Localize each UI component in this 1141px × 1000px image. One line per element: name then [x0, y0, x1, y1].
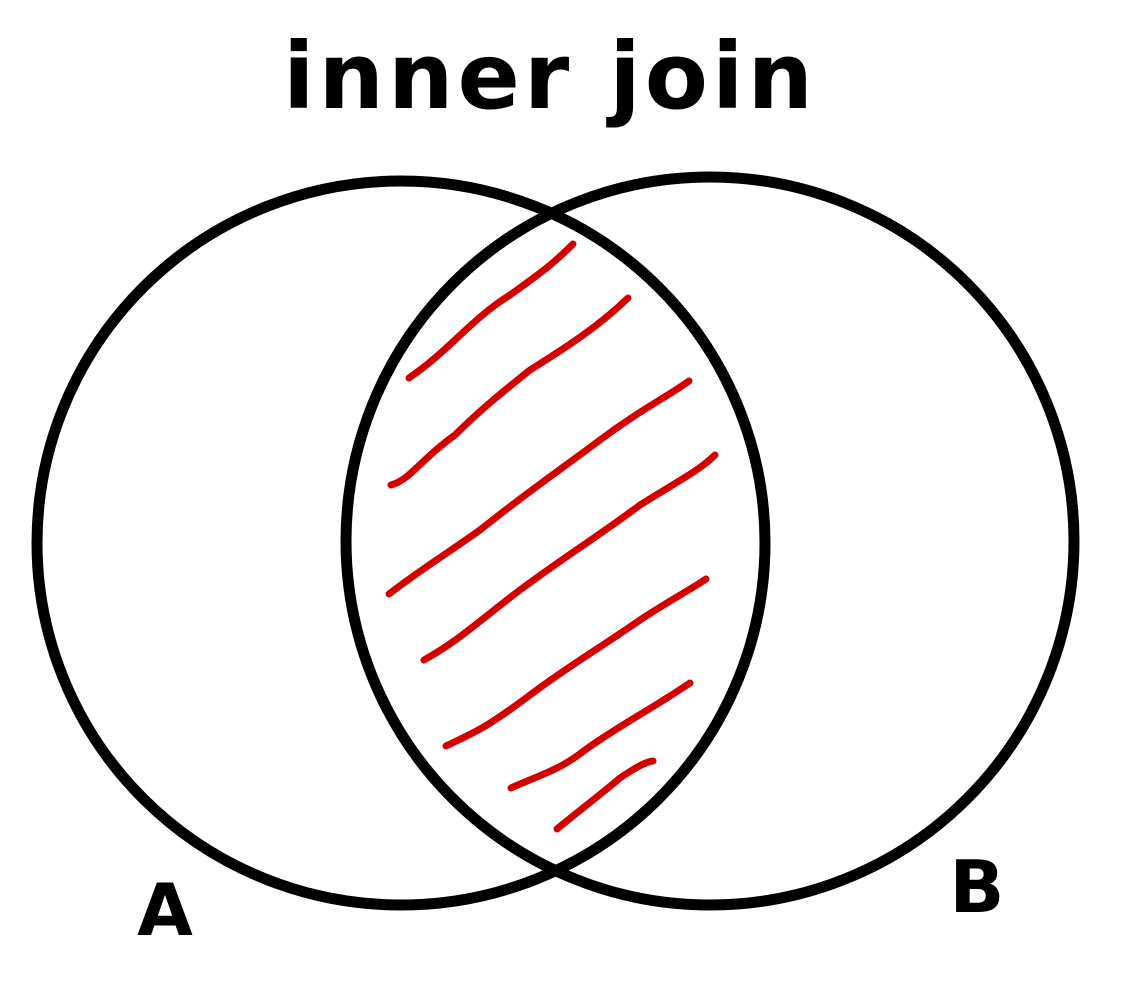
hatch-stroke: [385, 377, 693, 598]
set-a-label: A: [137, 868, 193, 952]
hatch-stroke: [553, 757, 657, 833]
set-b-label: B: [950, 845, 1005, 929]
hatch-stroke: [405, 240, 577, 382]
hatch-stroke: [387, 294, 632, 489]
intersection-hatching: [385, 240, 719, 833]
set-a-circle: [31, 175, 771, 911]
hatch-stroke: [442, 575, 710, 750]
set-b-circle: [340, 171, 1080, 911]
diagram-title: inner join: [283, 23, 817, 130]
hatch-stroke: [420, 451, 719, 664]
hatch-stroke: [507, 679, 694, 792]
